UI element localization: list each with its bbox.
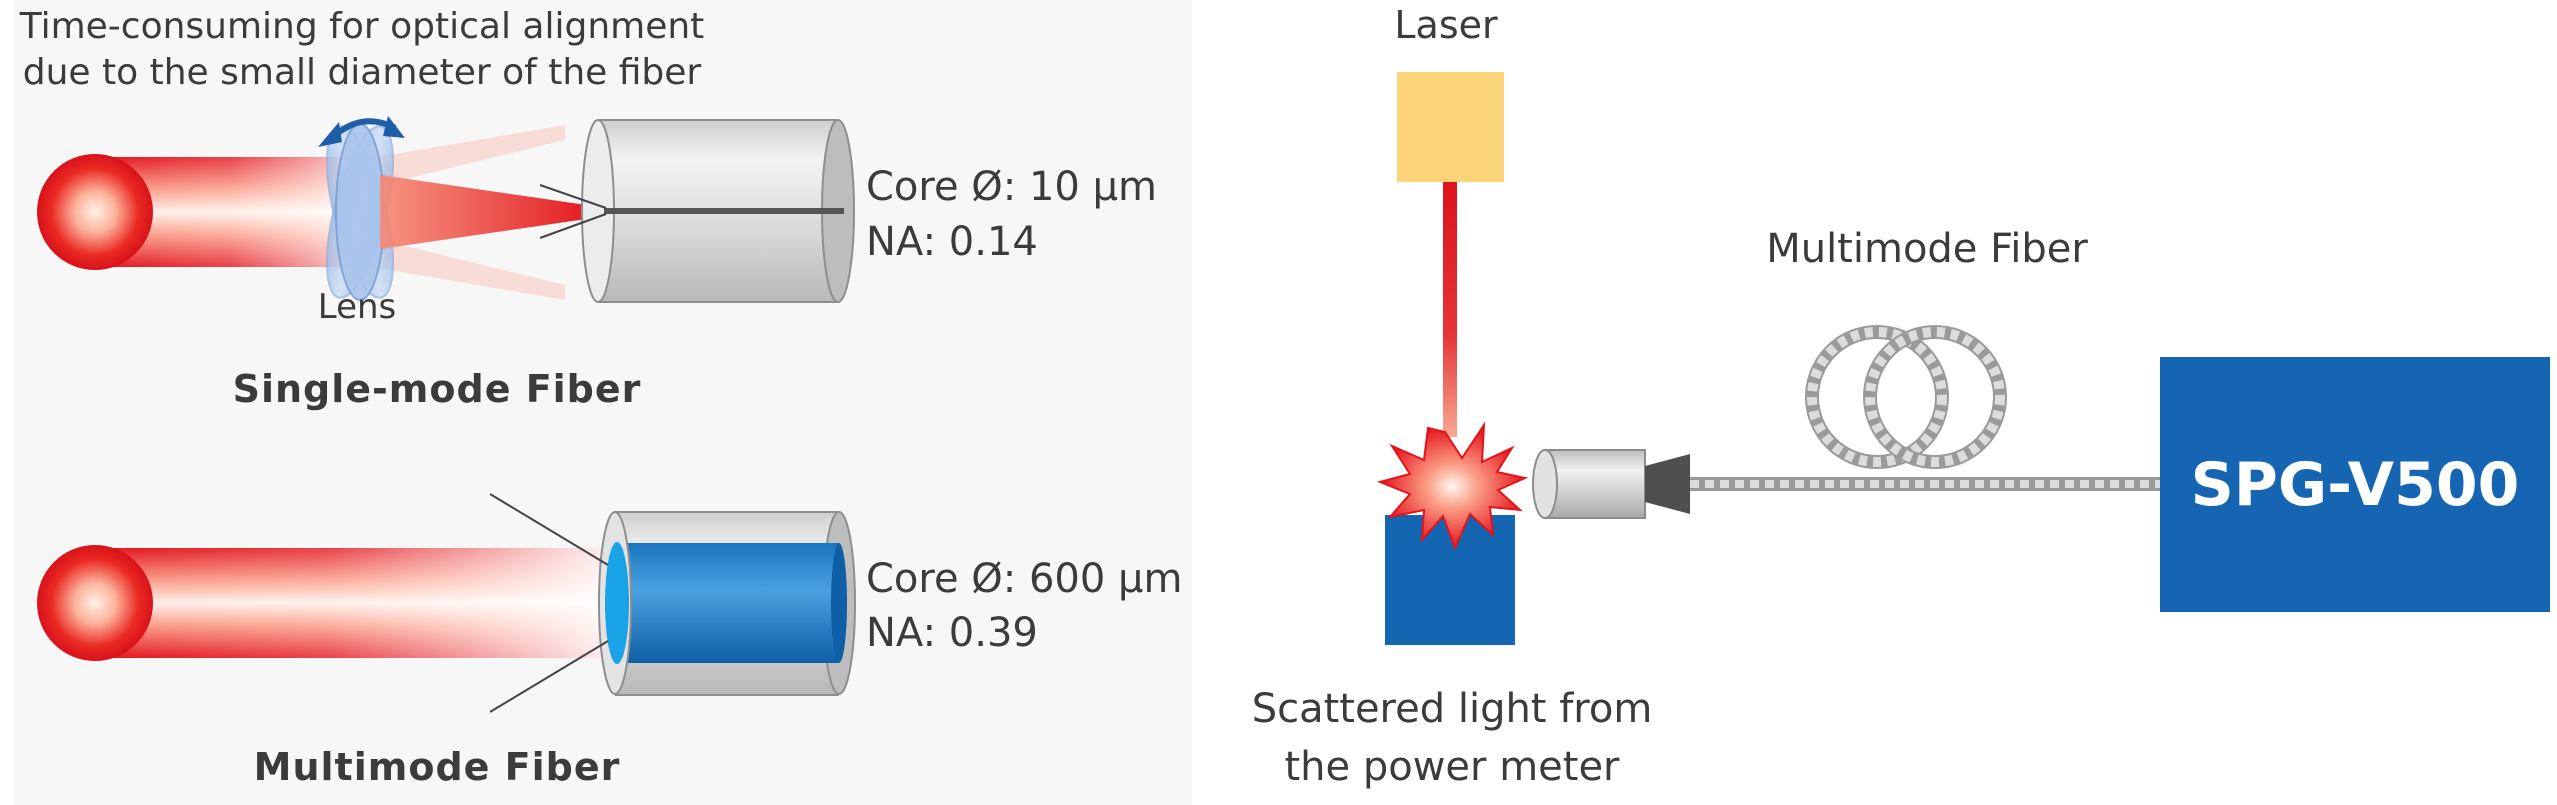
single-mode-core-line	[604, 208, 844, 214]
scatter-label-line2: the power meter	[1284, 744, 1620, 790]
fiber-connector	[1532, 449, 1690, 519]
single-mode-core-spec: Core Ø: 10 μm	[866, 164, 1157, 210]
spg-device	[2160, 357, 2550, 612]
multimode-core	[615, 543, 839, 663]
single-mode-focus-cone	[380, 175, 600, 249]
single-mode-title: Single-mode Fiber	[233, 367, 642, 411]
scatter-label-line1: Scattered light from	[1252, 686, 1653, 732]
single-mode-na-spec: NA: 0.14	[866, 219, 1038, 265]
alignment-note-line2: due to the small diameter of the fiber	[23, 52, 702, 93]
lens-label: Lens	[318, 287, 397, 327]
single-mode-light-ball	[37, 154, 153, 270]
rotate-arrow-icon	[318, 116, 405, 147]
single-mode-fiber-cylinder	[539, 119, 855, 303]
scatter-burst-icon	[1376, 421, 1529, 551]
lens-icon	[325, 123, 395, 301]
laser-source	[1397, 72, 1504, 182]
fiber-cable	[1690, 477, 2165, 491]
alignment-note-line1: Time-consuming for optical alignment	[19, 6, 705, 47]
multimode-fiber-cylinder	[489, 493, 856, 713]
fiber-coil	[1805, 325, 2007, 469]
laser-label: Laser	[1394, 3, 1498, 47]
multimode-fiber-label: Multimode Fiber	[1766, 226, 2088, 272]
multimode-core-spec: Core Ø: 600 μm	[866, 556, 1182, 602]
multimode-light-ball	[37, 545, 153, 661]
multimode-title-left: Multimode Fiber	[254, 745, 621, 789]
spg-device-label: SPG-V500	[2191, 450, 2520, 520]
multimode-na-spec: NA: 0.39	[866, 610, 1038, 656]
laser-beam	[1443, 182, 1457, 437]
multimode-core-face	[605, 542, 629, 664]
multimode-light-source	[37, 545, 615, 661]
